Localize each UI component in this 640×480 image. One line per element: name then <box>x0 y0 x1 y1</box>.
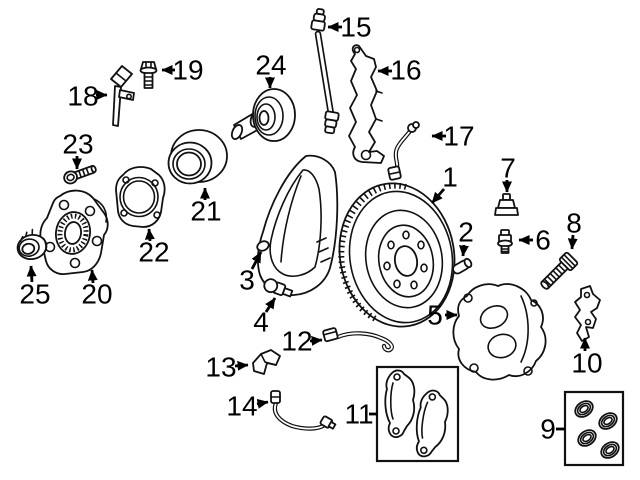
callout-17-hose-line: 17 <box>431 121 475 152</box>
part-sensor-harness <box>270 390 337 431</box>
callout-leader-12 <box>309 335 323 346</box>
callout-leader-20 <box>87 269 98 284</box>
part-rotor-set-screw <box>452 257 473 275</box>
callout-number-14: 14 <box>226 391 257 422</box>
callout-number-25: 25 <box>19 279 50 310</box>
callout-2-rotor-set-screw: 2 <box>458 217 474 257</box>
part-brake-pad-set <box>375 365 460 463</box>
callout-number-8: 8 <box>566 208 582 239</box>
callout-25-axle-nut: 25 <box>19 265 51 310</box>
callout-number-13: 13 <box>205 352 236 383</box>
callout-leader-8 <box>567 234 578 250</box>
part-bearing-retainer-plate <box>115 166 166 228</box>
callout-number-22: 22 <box>138 237 169 268</box>
part-caliper-seal-kit <box>563 390 625 467</box>
callout-16-hose-bracket: 16 <box>377 55 422 86</box>
part-caliper-mount-bolt <box>540 251 579 290</box>
part-pad-retainer-bracket <box>574 285 601 342</box>
callout-number-9: 9 <box>540 414 556 445</box>
part-wheel-bearing <box>167 129 228 185</box>
part-retaining-clip <box>252 349 281 375</box>
callout-number-15: 15 <box>340 12 371 43</box>
brake-pad <box>411 387 452 460</box>
callout-18-abs-speed-sensor: 18 <box>67 81 108 112</box>
callout-24-stub-axle: 24 <box>255 50 287 89</box>
callout-number-24: 24 <box>255 50 286 81</box>
callout-number-5: 5 <box>427 300 443 331</box>
callout-5-brake-caliper: 5 <box>427 300 458 331</box>
part-abs-speed-sensor <box>110 65 135 127</box>
callout-3-splash-shield: 3 <box>239 251 263 296</box>
callout-7-bleeder-cap: 7 <box>500 153 516 193</box>
callout-22-bearing-retainer-plate: 22 <box>138 228 170 268</box>
callout-leader-14 <box>256 398 269 409</box>
callout-number-17: 17 <box>443 121 474 152</box>
callout-number-6: 6 <box>535 225 551 256</box>
part-brake-caliper <box>452 283 547 381</box>
callout-leader-3 <box>250 251 263 270</box>
callout-4-shield-bolt: 4 <box>253 297 277 338</box>
callout-number-1: 1 <box>442 162 458 193</box>
callout-11-brake-pad-set: 11 <box>344 399 377 430</box>
callout-8-caliper-mount-bolt: 8 <box>566 208 582 250</box>
callout-leader-25 <box>26 265 37 283</box>
callout-12-wear-sensor-wire: 12 <box>281 326 323 357</box>
part-sensor-bolt <box>139 61 158 89</box>
callout-number-16: 16 <box>390 55 421 86</box>
callout-number-2: 2 <box>458 217 474 248</box>
callout-9-caliper-seal-kit: 9 <box>540 414 565 445</box>
brake-pad <box>384 369 416 438</box>
part-hose-bracket <box>348 44 385 164</box>
part-bleeder-screw <box>497 229 513 254</box>
part-brake-rotor <box>338 182 456 328</box>
callout-number-7: 7 <box>500 153 516 184</box>
callout-number-21: 21 <box>190 196 221 227</box>
part-axle-nut <box>16 228 48 261</box>
callout-leader-4 <box>264 297 277 313</box>
callout-number-18: 18 <box>67 81 98 112</box>
callout-number-23: 23 <box>62 129 93 160</box>
part-splash-shield <box>256 154 339 296</box>
callout-leader-13 <box>234 360 249 371</box>
callout-14-sensor-harness: 14 <box>226 391 269 422</box>
part-shield-bolt <box>263 278 294 298</box>
part-brake-hose <box>310 8 340 135</box>
callout-number-3: 3 <box>239 265 255 296</box>
part-hose-line <box>387 121 420 181</box>
callout-number-11: 11 <box>344 399 373 430</box>
callout-15-brake-hose: 15 <box>327 12 372 43</box>
callout-10-pad-retainer-bracket: 10 <box>571 337 603 379</box>
callout-number-10: 10 <box>571 348 602 379</box>
callout-21-wheel-bearing: 21 <box>190 187 222 227</box>
callout-number-20: 20 <box>81 279 112 310</box>
part-wear-sensor-wire <box>322 327 394 353</box>
part-bleeder-cap <box>494 193 519 216</box>
callout-number-19: 19 <box>172 55 203 86</box>
callout-leader-1 <box>430 188 446 204</box>
callout-6-bleeder-screw: 6 <box>518 225 551 256</box>
callout-19-sensor-bolt: 19 <box>161 55 204 86</box>
callout-13-retaining-clip: 13 <box>205 352 249 383</box>
part-retainer-screw <box>63 165 97 185</box>
callout-23-retainer-screw: 23 <box>62 129 94 170</box>
callout-number-4: 4 <box>253 307 269 338</box>
callout-leader-2 <box>458 244 469 257</box>
callout-number-12: 12 <box>281 326 312 357</box>
callout-1-brake-rotor: 1 <box>430 162 458 204</box>
part-wheel-hub <box>39 189 109 275</box>
callout-20-wheel-hub: 20 <box>81 269 113 310</box>
callout-leader-22 <box>144 228 155 242</box>
part-stub-axle <box>230 88 296 142</box>
